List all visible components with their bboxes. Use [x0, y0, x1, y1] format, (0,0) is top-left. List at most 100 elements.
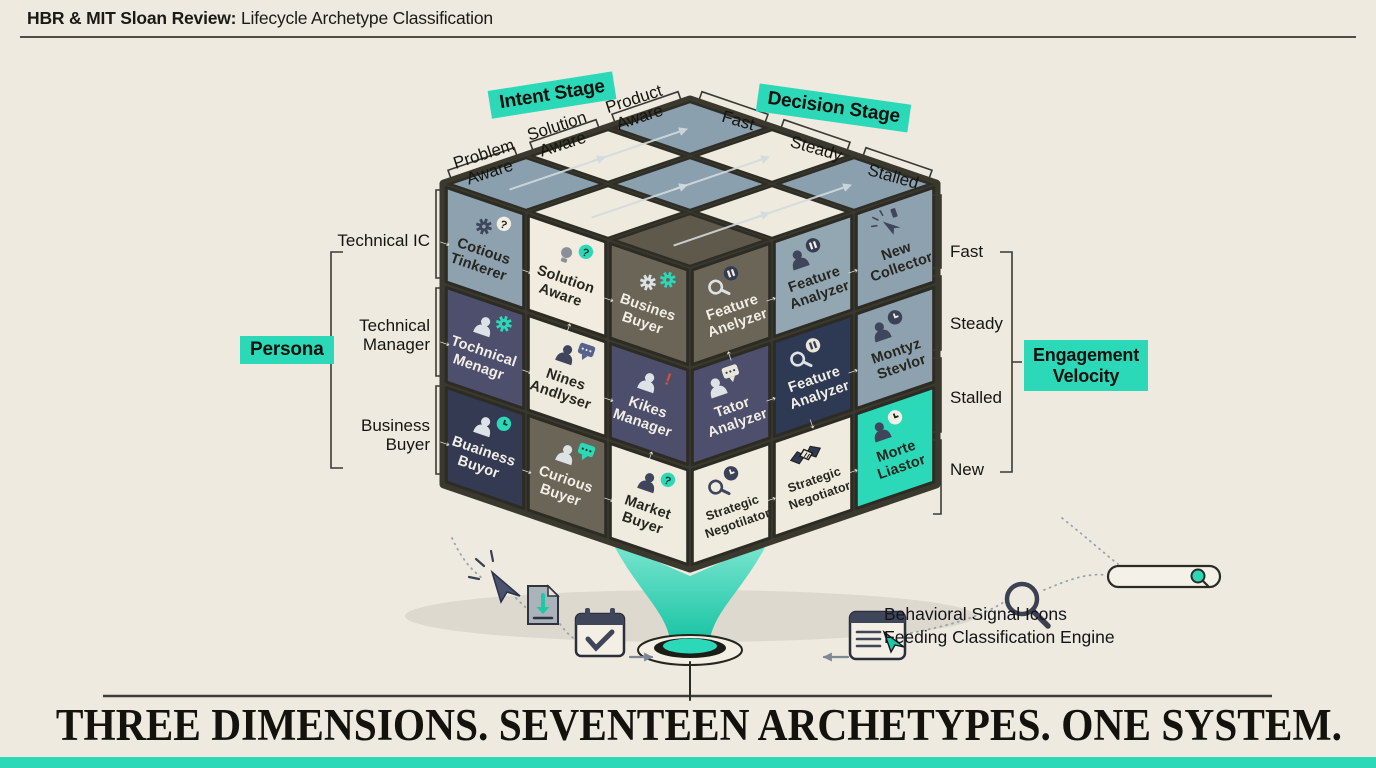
svg-text:?: ? [662, 474, 673, 488]
cube-cell-right-1 [772, 214, 854, 338]
svg-text:→: → [599, 387, 620, 408]
dashed-connector [1061, 517, 1119, 565]
svg-text:→: → [435, 431, 456, 452]
person-icon [874, 322, 892, 343]
footer-headline: THREE DIMENSIONS. SEVENTEEN ARCHETYPES. … [55, 700, 1342, 750]
handshake-icon [789, 445, 822, 465]
cube-top-tile-1-2 [691, 128, 853, 184]
persona-tick-business-buyer: Business Buyer [361, 416, 430, 454]
svg-text:→: → [760, 487, 781, 508]
dashed-connector [451, 537, 483, 579]
person-icon [874, 422, 892, 443]
person-icon [473, 417, 491, 438]
pause-badge-icon [805, 338, 821, 353]
signal-caption-line1: Behavioral Signal Icons [884, 604, 1067, 624]
svg-text:→: → [599, 287, 620, 308]
svg-text:→: → [760, 287, 781, 308]
calendar-check-icon [574, 608, 626, 658]
cube-cell-right-0 [690, 242, 772, 366]
clock-badge-icon [887, 410, 903, 425]
browser-cursor-icon [848, 610, 907, 661]
person-icon [555, 345, 573, 366]
chat-teal-icon [577, 442, 596, 461]
persona-badge: Persona [240, 336, 334, 364]
cube-cell-left-3 [444, 286, 526, 410]
cube-cell-right-6 [690, 442, 772, 566]
cursor-click-icon [467, 549, 521, 604]
magnifier-icon [708, 479, 731, 496]
dashed-connector [559, 623, 577, 641]
svg-text:→: → [517, 359, 538, 380]
cube-cell-right-5 [854, 286, 936, 410]
cube-cell-left-2 [608, 242, 690, 366]
engagement-velocity-badge: Engagement Velocity [1024, 340, 1148, 392]
person-icon [555, 445, 573, 466]
header-brand: HBR & MIT Sloan Review: [27, 8, 237, 28]
svg-text:→: → [435, 331, 456, 352]
question-badge-icon: ? [496, 216, 512, 232]
magnifier-icon [708, 279, 731, 296]
gear-icon [639, 274, 656, 291]
chat-icon [721, 364, 740, 383]
chat-icon [577, 342, 596, 361]
cube-top-tile-2-2 [609, 100, 771, 156]
velocity-tick-new: New [950, 460, 985, 479]
dashed-connector [1043, 573, 1107, 591]
question-teal-icon: ? [578, 244, 594, 260]
persona-tick-technical-ic: Technical IC [337, 231, 430, 250]
svg-text:→: → [842, 259, 863, 280]
signal-flow [451, 517, 1222, 701]
svg-text:→: → [842, 359, 863, 380]
cube-cell-right-3 [690, 342, 772, 466]
page-title: HBR & MIT Sloan Review: Lifecycle Archet… [27, 8, 493, 29]
bulb-icon [560, 247, 573, 263]
document-download-icon [527, 584, 560, 625]
person-icon [637, 473, 655, 494]
svg-text:?: ? [498, 218, 509, 232]
svg-text:→: → [760, 387, 781, 408]
person-icon [710, 378, 728, 399]
clock-badge-icon [887, 310, 903, 325]
cube-cell-right-2 [854, 186, 936, 310]
person-icon [637, 373, 655, 394]
persona-tick-technical-manager: Technical Manager [359, 316, 430, 354]
svg-text:!: ! [662, 369, 674, 389]
clock-badge-icon [723, 466, 739, 481]
svg-text:→: → [517, 259, 538, 280]
magnifier-icon [790, 351, 813, 368]
gear-teal-icon [495, 315, 512, 332]
velocity-tick-steady: Steady [950, 314, 1003, 333]
svg-text:→: → [435, 231, 456, 252]
svg-text:→: → [842, 459, 863, 480]
pause-badge-icon [723, 266, 739, 281]
question-teal-icon: ? [660, 472, 676, 488]
search-pill-icon [1106, 564, 1222, 589]
exclamation-icon: ! [662, 369, 674, 389]
magnifier-icon [1004, 581, 1051, 629]
gear-icon [475, 218, 492, 235]
pause-badge-icon [805, 238, 821, 253]
velocity-tick-stalled: Stalled [950, 388, 1002, 407]
clock-teal-icon [496, 416, 512, 432]
svg-text:?: ? [580, 246, 591, 260]
cube-cell-right-7 [772, 414, 854, 538]
cube-cell-right-4 [772, 314, 854, 438]
signal-caption-line2: Feeding Classification Engine [884, 627, 1115, 648]
cube-cell-left-5 [608, 342, 690, 466]
svg-text:→: → [517, 459, 538, 480]
bottom-accent-bar [0, 757, 1376, 768]
header-subtitle: Lifecycle Archetype Classification [241, 8, 493, 28]
person-icon [792, 250, 810, 271]
cursor-click-icon [870, 208, 901, 235]
footer-headline-wrap: THREE DIMENSIONS. SEVENTEEN ARCHETYPES. … [0, 699, 1376, 751]
dashed-connector [515, 597, 535, 616]
cube-cell-right-8 [854, 386, 936, 510]
person-icon [473, 317, 491, 338]
gear-teal-icon [659, 271, 676, 288]
dashed-connector [904, 601, 1005, 635]
signal-caption: Behavioral Signal Icons Feeding Classifi… [884, 603, 1115, 649]
cube-top-tile-0-2 [773, 156, 935, 212]
